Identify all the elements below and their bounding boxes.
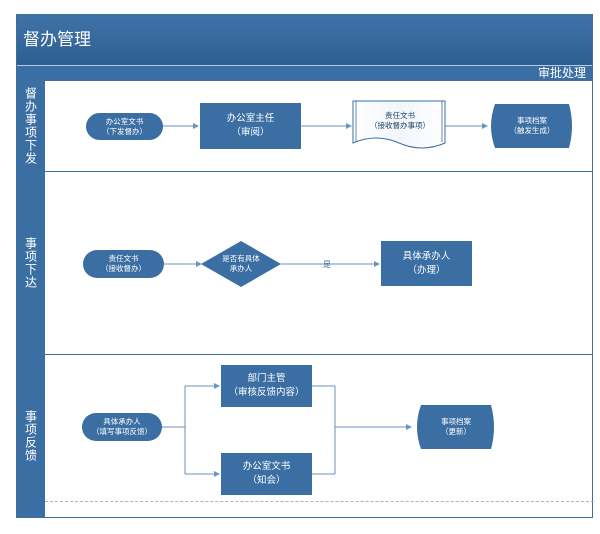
node-office-clerk-issue: 办公室文书 （下发督办）: [86, 113, 163, 140]
node-office-clerk-notify: 办公室文书 （知会）: [221, 453, 312, 495]
lane-header-issue: 督办事项下发: [17, 81, 45, 171]
lane-header-assign: 事项下达: [17, 172, 45, 354]
swimlane-diagram: 督办管理 审批处理 督办事项下发 事项下达 事项反馈: [16, 14, 594, 518]
node-dept-head: 部门主管 （审核反馈内容）: [221, 365, 312, 407]
connector-layer: [162, 100, 572, 477]
node-decision: 是否有具体 承办人: [222, 254, 260, 273]
edge-label-yes: 是: [323, 260, 331, 269]
node-archive-update: 事项档案 （更新）: [441, 417, 471, 436]
node-office-director: 办公室主任 （审阅）: [200, 103, 301, 149]
decision-diamond: [201, 241, 281, 287]
node-handler-process: 具体承办人 （办理）: [381, 241, 472, 286]
lane-label-issue: 督办事项下发: [23, 87, 38, 165]
lane-divider: [17, 171, 592, 172]
process-header-label: 审批处理: [537, 66, 586, 80]
node-handler-fill-feedback: 具体承办人 （填写事项反馈）: [82, 413, 162, 441]
lane-label-assign: 事项下达: [23, 237, 38, 289]
archive-shape-update: [417, 405, 494, 449]
process-header-bar: 审批处理: [17, 65, 592, 81]
lane-divider: [17, 354, 592, 355]
diagram-title: 督办管理: [17, 15, 592, 65]
node-archive-trigger: 事项档案 （触发生成）: [509, 116, 555, 135]
lane-label-feedback: 事项反馈: [23, 410, 38, 462]
archive-shape-trigger: [491, 104, 572, 148]
node-responsible-clerk-receive-items: 责任文书 （接收督办事项）: [370, 111, 430, 130]
lane-header-feedback: 事项反馈: [17, 355, 45, 517]
lane-divider: [45, 501, 594, 502]
document-shape: [352, 100, 446, 149]
node-responsible-clerk-receive: 责任文书 （接收督办）: [83, 250, 164, 278]
